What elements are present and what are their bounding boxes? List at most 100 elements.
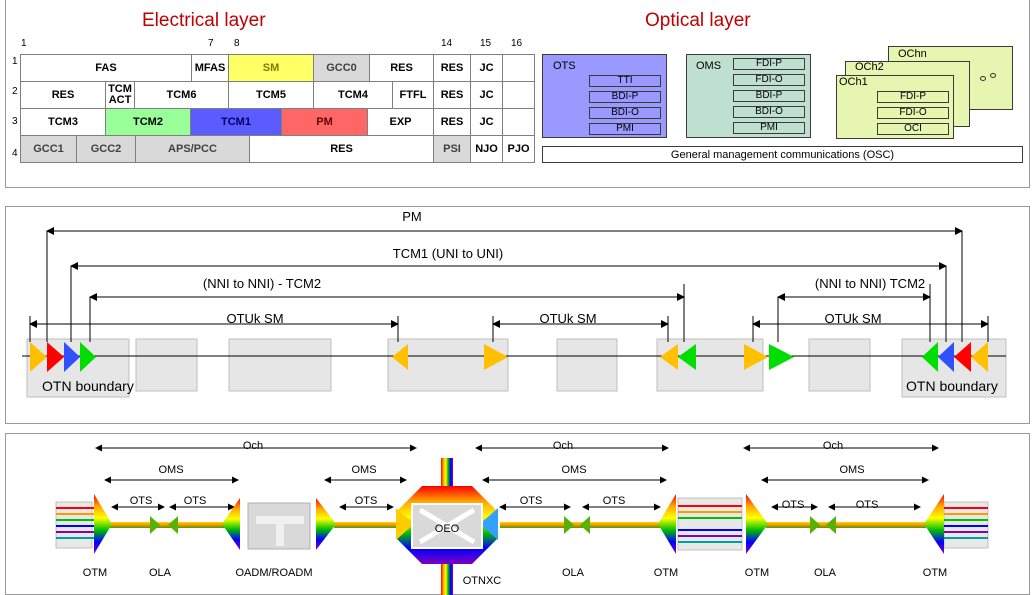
ots-label-5: OTS [603, 495, 626, 507]
network-element-block [135, 338, 198, 392]
sm-sink-triangle [971, 342, 988, 372]
och1-label: OCh1 [839, 76, 868, 88]
col-number-16: 16 [511, 38, 523, 49]
network-panel [5, 433, 1030, 595]
row-number-3: 3 [12, 116, 18, 127]
ots-field-pmi: PMI [589, 123, 661, 135]
cell-tcm2: TCM2 [105, 108, 191, 136]
ola-amplifier-icon [810, 516, 836, 534]
col-number-1: 1 [21, 38, 27, 49]
ellipsis-dots [980, 76, 986, 81]
oms-label: OMS [696, 60, 722, 72]
otn-boundary-right-label: OTN boundary [906, 378, 998, 394]
otm-demux-icon [658, 494, 676, 554]
ots-label-2: OTS [184, 495, 207, 507]
pm-label: PM [402, 209, 422, 224]
sm-source-triangle [484, 344, 508, 370]
col-number-7: 7 [208, 38, 214, 49]
sm-sink-triangle [660, 344, 678, 370]
ots-label-1: OTS [130, 495, 153, 507]
node-label-ola: OLA [814, 567, 837, 579]
ots-label-4: OTS [520, 495, 543, 507]
ots-field-tti: TTI [589, 75, 661, 87]
node-label-otm: OTM [83, 567, 107, 579]
otn-boundary-left-label: OTN boundary [42, 378, 134, 394]
node-label-otm: OTM [923, 567, 947, 579]
pm-source-triangle [47, 342, 64, 372]
oeo-label: OEO [435, 523, 460, 535]
ots-label-7: OTS [856, 499, 879, 511]
otm-demux-icon [222, 498, 240, 550]
ochn-label: OChn [898, 48, 927, 60]
otm-mux-icon [746, 494, 768, 554]
och-label-3: Och [823, 440, 843, 452]
optical-layer-title: Optical layer [645, 10, 751, 31]
oms-field-fdi-p: FDI-P [733, 58, 805, 70]
ellipsis-dot-2 [990, 73, 996, 78]
ola-amplifier-icon [150, 516, 178, 534]
oms-field-bdi-o: BDI-O [733, 106, 805, 118]
cell-psi: PSI [433, 135, 471, 163]
ots-label-6: OTS [782, 499, 805, 511]
ola-amplifier-icon [564, 516, 590, 534]
ots-overhead-box [542, 54, 667, 138]
cell-gcc0: GCC0 [313, 54, 370, 82]
client-signal-bundle-mid [677, 497, 743, 551]
row-number-2: 2 [12, 86, 18, 97]
tcm2-sink-triangle [922, 342, 938, 372]
otm-demux-icon [924, 494, 944, 554]
och-field-fdi-o: FDI-O [877, 107, 949, 119]
otuk-sm-label-2: OTUk SM [539, 311, 596, 326]
tcm1-source-triangle [64, 342, 80, 372]
network-element-block [26, 338, 130, 398]
row-number-1: 1 [12, 56, 18, 67]
node-label-otm: OTM [745, 567, 769, 579]
sm-source-triangle [744, 344, 768, 370]
oms-overhead-box [686, 54, 811, 138]
cell-gcc2: GCC2 [76, 135, 136, 163]
node-label-otm: OTM [654, 567, 678, 579]
node-label-otnxc: OTNXC [463, 575, 502, 587]
ots-field-bdi-p: BDI-P [589, 91, 661, 103]
tcm2-sink-triangle [678, 344, 696, 370]
pm-sink-triangle [954, 342, 971, 372]
ots-label: OTS [553, 60, 576, 72]
oms-label-3: OMS [561, 464, 586, 476]
oms-label-2: OMS [351, 464, 376, 476]
tcm2-left-label: (NNI to NNI) - TCM2 [203, 276, 321, 291]
och-field-fdi-p: FDI-P [877, 91, 949, 103]
tcm2-right-label: (NNI to NNI) TCM2 [815, 276, 925, 291]
oms-field-fdi-o: FDI-O [733, 74, 805, 86]
row-number-4: 4 [12, 148, 18, 159]
network-element-block [808, 338, 871, 392]
tcm2-source-triangle [769, 344, 794, 370]
network-element-block [228, 338, 332, 392]
client-signal-bundle-right [940, 501, 989, 549]
oadm-roadm-icon [247, 502, 311, 550]
fiber-link [766, 522, 926, 528]
client-signal-bundle-left [55, 501, 94, 549]
oms-label-1: OMS [158, 464, 183, 476]
och2-label: OCh2 [855, 61, 884, 73]
col-number-14: 14 [441, 38, 453, 49]
otuk-sm-label-3: OTUk SM [824, 311, 881, 326]
ots-label-3: OTS [355, 495, 378, 507]
cell-tcm1: TCM1 [190, 108, 282, 136]
network-element-block [556, 338, 618, 392]
och-label-2: Och [553, 440, 573, 452]
osc-label: General management communications (OSC) [670, 148, 895, 161]
node-label-ola: OLA [149, 567, 172, 579]
pm-source-triangle [30, 342, 47, 372]
tcm1-sink-triangle [938, 342, 954, 372]
col-number-8: 8 [234, 38, 240, 49]
fiber-link [334, 522, 408, 528]
node-label-ola: OLA [562, 567, 585, 579]
osc-bar: General management communications (OSC) [542, 146, 1023, 163]
oms-label-4: OMS [839, 464, 864, 476]
otnxc-icon [396, 458, 498, 595]
oms-field-bdi-p: BDI-P [733, 90, 805, 102]
otm-mux-icon [316, 498, 336, 550]
och-field-oci: OCI [877, 123, 949, 135]
